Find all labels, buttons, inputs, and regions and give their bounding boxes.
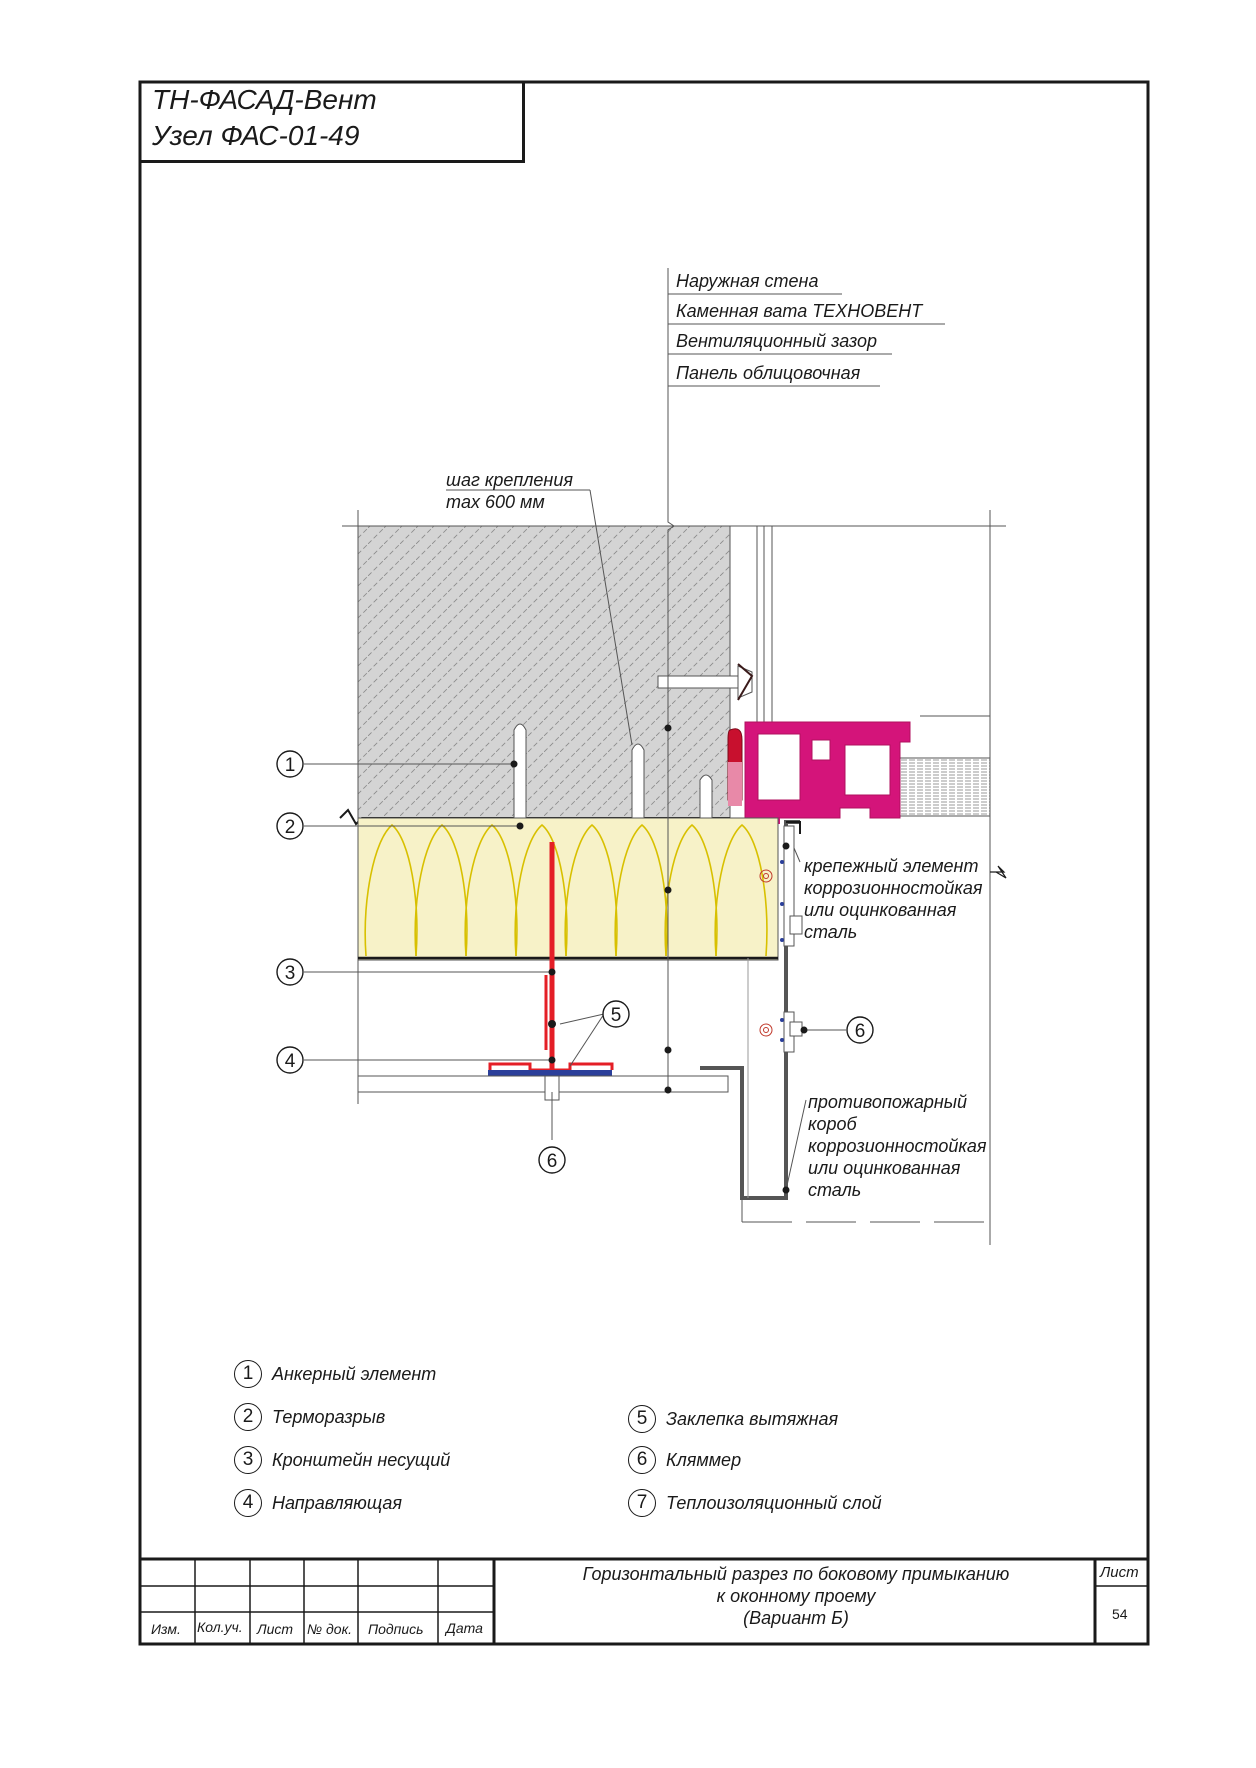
legend-num: 5	[628, 1405, 656, 1433]
marker-6-bottom: 6	[538, 1146, 566, 1174]
marker-5: 5	[602, 1000, 630, 1028]
title-stamp-grid	[140, 1557, 1148, 1644]
svg-text:4: 4	[285, 1051, 296, 1072]
drawing-title-line2: к оконному проему	[716, 1586, 876, 1606]
legend-item-6: 6 Кляммер	[628, 1445, 741, 1475]
svg-text:2: 2	[285, 817, 296, 838]
legend-item-7: 7 Теплоизоляционный слой	[628, 1488, 882, 1518]
stamp-header-count: Кол.уч.	[197, 1619, 243, 1635]
firebox-note-line3: коррозионностойкая	[808, 1136, 987, 1156]
legend-label: Заклепка вытяжная	[666, 1408, 839, 1429]
legend-item-3: 3 Кронштейн несущий	[234, 1445, 450, 1475]
legend-item-1: 1 Анкерный элемент	[234, 1359, 436, 1389]
title-block: ТН-ФАСАД-Вент Узел ФАС-01-49	[140, 82, 525, 163]
stamp-header-date: Дата	[446, 1620, 483, 1636]
sheet-border	[138, 80, 1150, 1646]
sheet-number: 54	[1112, 1606, 1128, 1622]
callout-stone-wool: Каменная вата ТЕХНОВЕНТ	[676, 301, 924, 321]
callout-cladding-panel: Панель облицовочная	[676, 363, 861, 383]
firebox-note-line5: сталь	[808, 1180, 861, 1200]
marker-4: 4	[276, 1046, 304, 1074]
drawing-title: Горизонтальный разрез по боковому примык…	[497, 1563, 1095, 1629]
callout-ventilation-gap: Вентиляционный зазор	[676, 331, 877, 351]
firebox-note-line2: короб	[808, 1114, 858, 1134]
legend-label: Терморазрыв	[272, 1406, 386, 1427]
legend-label: Теплоизоляционный слой	[666, 1492, 882, 1513]
fastener-note-line1: крепежный элемент	[804, 856, 978, 876]
drawing-title-line1: Горизонтальный разрез по боковому примык…	[582, 1564, 1010, 1584]
legend-num: 7	[628, 1489, 656, 1517]
anchor-elements	[513, 723, 713, 819]
stamp-header-docnum: № док.	[307, 1621, 353, 1637]
drawing-title-line3: (Вариант Б)	[743, 1608, 849, 1628]
stamp-header-signature: Подпись	[368, 1621, 424, 1637]
cladding-panel	[357, 1075, 729, 1093]
legend-num: 6	[628, 1446, 656, 1474]
marker-3: 3	[276, 958, 304, 986]
outer-wall	[357, 525, 731, 819]
fastener-note-line2: коррозионностойкая	[804, 878, 983, 898]
firebox-note-line1: противопожарный	[808, 1092, 967, 1112]
legend-item-5: 5 Заклепка вытяжная	[628, 1404, 838, 1434]
callout-outer-wall: Наружная стена	[676, 271, 818, 291]
legend-item-4: 4 Направляющая	[234, 1488, 402, 1518]
firebox-note-line4: или оцинкованная	[808, 1158, 961, 1178]
legend-label: Направляющая	[272, 1492, 402, 1513]
legend-num: 3	[234, 1446, 262, 1474]
svg-text:5: 5	[611, 1005, 622, 1026]
legend-num: 1	[234, 1360, 262, 1388]
legend-label: Кронштейн несущий	[272, 1449, 451, 1470]
guide-rail	[488, 1062, 614, 1076]
fastener-note-line4: сталь	[804, 922, 857, 942]
svg-text:1: 1	[285, 755, 296, 776]
sheet-label: Лист	[1100, 1564, 1139, 1581]
marker-1: 1	[276, 750, 304, 778]
legend-item-2: 2 Терморазрыв	[234, 1402, 385, 1432]
legend-num: 4	[234, 1489, 262, 1517]
step-note-line1: шаг крепления	[446, 470, 573, 490]
window-frame-profile	[744, 721, 911, 819]
legend-label: Анкерный элемент	[272, 1363, 437, 1384]
svg-text:6: 6	[547, 1151, 558, 1172]
legend-label: Кляммер	[666, 1449, 742, 1470]
title-series: ТН-ФАСАД-Вент	[152, 84, 377, 115]
stamp-header-sheet: Лист	[257, 1621, 294, 1637]
fastener-note-line3: или оцинкованная	[804, 900, 957, 920]
stamp-header-change: Изм.	[151, 1621, 181, 1637]
svg-text:3: 3	[285, 963, 296, 984]
svg-text:6: 6	[855, 1021, 866, 1042]
legend-num: 2	[234, 1403, 262, 1431]
glass-unit	[894, 757, 991, 817]
marker-2: 2	[276, 812, 304, 840]
load-bearing-bracket	[544, 842, 556, 1070]
title-node: Узел ФАС-01-49	[152, 120, 360, 151]
marker-6-right: 6	[846, 1016, 874, 1044]
step-note-line2: max 600 мм	[446, 492, 545, 512]
